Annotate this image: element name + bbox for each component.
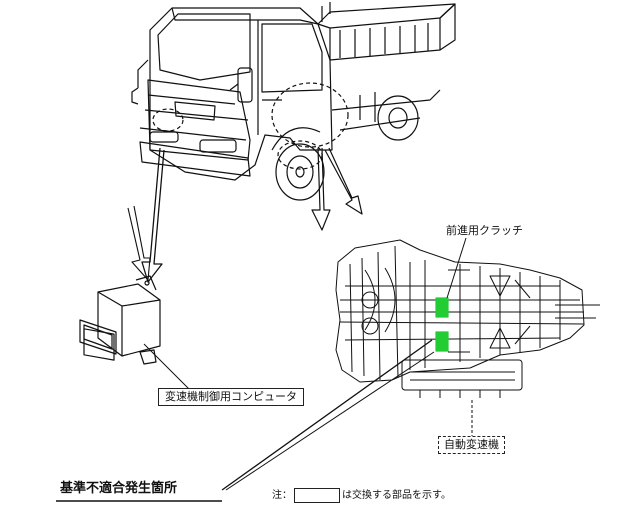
note-sample-box [294, 488, 340, 503]
truck-drawing [131, 2, 456, 201]
ecu-module-drawing [79, 275, 161, 365]
auto-transmission-label: 自動変速機 [438, 436, 505, 454]
note-prefix: 注： [272, 490, 292, 501]
note: 注： は交換する部品を示す。 [272, 488, 451, 503]
ecu-label: 変速機制御用コンピュータ [158, 388, 304, 406]
defect-location-label: 基準不適合発生箇所 [60, 481, 178, 496]
forward-clutch-label: 前進用クラッチ [446, 224, 523, 237]
transmission-cross-section-drawing [335, 239, 600, 398]
note-suffix: は交換する部品を示す。 [342, 490, 451, 501]
